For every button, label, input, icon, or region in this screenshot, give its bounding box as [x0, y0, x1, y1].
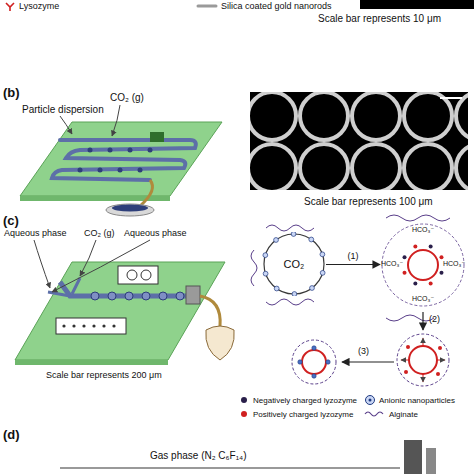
legend-item: Negatively charged lyzozyme	[238, 394, 357, 406]
panel-letter: (b)	[3, 86, 20, 101]
shell-state	[397, 334, 449, 386]
legend-item: Alginate	[364, 408, 418, 420]
microfluidic-chip	[15, 240, 234, 365]
step-arrow	[422, 312, 423, 330]
legend-text: Positively charged lyzozyme	[253, 410, 353, 419]
legend-text: Silica coated gold nanorods	[221, 1, 332, 11]
legend-item: Anionic nanoparticles	[364, 394, 455, 406]
ion-label: HCO₃⁻	[443, 260, 465, 268]
ion-label: HCO₃⁻	[381, 260, 403, 268]
panel-letter: (c)	[3, 214, 19, 229]
legend-sample	[238, 394, 250, 406]
inlet-label: CO₂ (g)	[110, 92, 144, 104]
legend-sample	[196, 0, 218, 12]
step-arrow	[342, 361, 394, 362]
bubble-micrograph	[248, 92, 474, 192]
inlet-label: Aqueous phase	[124, 228, 187, 238]
gas-label: CO₂	[284, 258, 305, 270]
legend-text: Lysozyme	[19, 1, 59, 11]
legend-item: Lysozyme	[4, 0, 59, 12]
scale-note: Scale bar represents 100 μm	[304, 196, 433, 208]
legend-sample	[364, 408, 386, 420]
alginate-chains	[251, 215, 450, 321]
step-number: (2)	[429, 314, 440, 324]
gas-bubble: CO₂	[262, 232, 326, 296]
scale-note: Scale bar represents 10 μm	[318, 13, 441, 25]
ion-label: HCO₃⁻	[412, 295, 434, 303]
capsule-state	[292, 340, 336, 384]
inlet-label: Aqueous phase	[4, 228, 67, 238]
legend-text: Negatively charged lyzozyme	[253, 396, 357, 405]
legend-sample	[238, 408, 250, 420]
device-sketch	[60, 440, 436, 474]
inlet-label: Particle dispersion	[22, 104, 104, 116]
micrograph-strip	[360, 0, 474, 9]
legend-text: Alginate	[389, 410, 418, 419]
bubble-shell: HCO₃⁻ HCO₃⁻ HCO₃⁻ HCO₃⁻	[380, 222, 466, 308]
inlet-label: CO₂ (g)	[84, 228, 115, 238]
panel-letter: (d)	[3, 428, 20, 443]
reaction-arrow	[326, 264, 380, 265]
legend-item: Silica coated gold nanorods	[196, 0, 332, 12]
step-number: (3)	[358, 346, 369, 356]
microfluidic-chip	[20, 105, 222, 216]
legend-sample	[364, 394, 376, 406]
legend-sample	[4, 0, 16, 12]
legend-item: Positively charged lyzozyme	[238, 408, 353, 420]
scale-note: Scale bar represents 200 μm	[46, 370, 162, 380]
legend-text: Anionic nanoparticles	[379, 396, 455, 405]
phase-label: Gas phase (N₂ C₆F₁₄)	[150, 450, 247, 462]
step-number: (1)	[347, 252, 360, 262]
ion-label: HCO₃⁻	[412, 226, 434, 234]
